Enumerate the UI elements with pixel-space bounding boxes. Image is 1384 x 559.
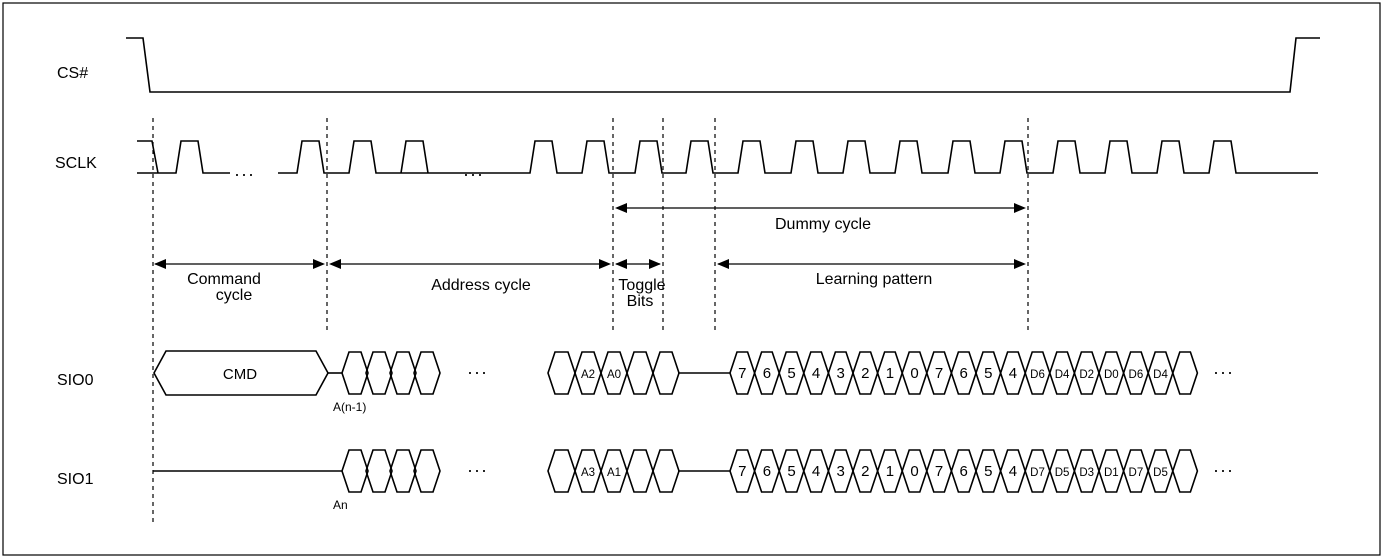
sio1-ellipsis-1: ··· xyxy=(467,460,488,480)
sclk-waveform xyxy=(137,140,1318,174)
toggle-bits-label-1: Toggle xyxy=(618,277,665,294)
sclk-label: SCLK xyxy=(55,155,97,172)
sio0-toggle-cell-0 xyxy=(626,351,654,395)
sio1-pattern-cell-10-label: 5 xyxy=(984,463,992,480)
sio0-ellipsis-2: ··· xyxy=(1213,362,1234,382)
sio1-addr-tail-0-label: A3 xyxy=(581,467,595,479)
sio1-data-cell-4-label: D7 xyxy=(1129,467,1144,479)
cs-label: CS# xyxy=(57,65,88,82)
sio0-addr-cell-0 xyxy=(341,351,369,395)
sio1-label: SIO1 xyxy=(57,471,94,488)
sio1-pattern-cell-4-label: 3 xyxy=(837,463,845,480)
sio0-addr-cell-3 xyxy=(413,351,441,395)
sio0-pattern-cell-0-label: 7 xyxy=(738,365,746,382)
command-cycle-arrow xyxy=(154,259,325,269)
dummy-cycle-arrow xyxy=(615,203,1026,213)
sclk-ellipsis-1: ··· xyxy=(234,164,255,184)
sio1-addr-cell-2 xyxy=(389,449,417,493)
sio1-addr-cell-3 xyxy=(413,449,441,493)
sio1-pattern-cell-6-label: 1 xyxy=(886,463,894,480)
sio1-toggle-cell-0 xyxy=(626,449,654,493)
sio0-pattern-cell-10-label: 5 xyxy=(984,365,992,382)
an-label: An xyxy=(333,498,348,512)
sio0-addr-tail-blank-0 xyxy=(547,351,576,395)
sio0-pattern-cell-7-label: 0 xyxy=(910,365,918,382)
sio0-toggle-cell-1 xyxy=(652,351,680,395)
toggle-bits-label-2: Bits xyxy=(627,293,654,310)
learning-pattern-label: Learning pattern xyxy=(816,271,933,288)
an-minus-1-label: A(n-1) xyxy=(333,400,366,414)
sio1-pattern-cell-1-label: 6 xyxy=(763,463,771,480)
sio0-pattern-cell-9-label: 6 xyxy=(960,365,968,382)
sclk-ellipsis-2: ··· xyxy=(463,164,484,184)
sio1-addr-cell-0 xyxy=(341,449,369,493)
sio1-addr-tail-1-label: A1 xyxy=(607,467,621,479)
sio0-pattern-cell-4-label: 3 xyxy=(837,365,845,382)
command-cycle-label-2: cycle xyxy=(216,287,253,304)
cs-waveform xyxy=(126,37,1320,93)
sio0-pattern-cell-11-label: 4 xyxy=(1009,365,1017,382)
sio0-addr-cell-2 xyxy=(389,351,417,395)
sio0-data-cell-0-label: D6 xyxy=(1030,369,1045,381)
sio1-pattern-cell-2-label: 5 xyxy=(787,463,795,480)
sio0-pattern-cell-1-label: 6 xyxy=(763,365,771,382)
address-cycle-arrow xyxy=(329,259,611,269)
sio1-data-cell-3-label: D1 xyxy=(1104,467,1119,479)
sio0-data-cell-4-label: D6 xyxy=(1129,369,1144,381)
sio0-data-cell-2-label: D2 xyxy=(1079,369,1094,381)
sio1-data-cell-1-label: D5 xyxy=(1055,467,1070,479)
sio0-pattern-cell-2-label: 5 xyxy=(787,365,795,382)
address-cycle-label: Address cycle xyxy=(431,277,531,294)
sio0-addr-tail-1-label: A0 xyxy=(607,369,621,381)
sio0-data-cell-1-label: D4 xyxy=(1055,369,1070,381)
sio0-data-cell-3-label: D0 xyxy=(1104,369,1119,381)
sio1-pattern-cell-8-label: 7 xyxy=(935,463,943,480)
sio1-pattern-cell-5-label: 2 xyxy=(861,463,869,480)
sio1-pattern-cell-3-label: 4 xyxy=(812,463,820,480)
sio1-ellipsis-2: ··· xyxy=(1213,460,1234,480)
sio1-pattern-cell-9-label: 6 xyxy=(960,463,968,480)
sio1-data-cell-2-label: D3 xyxy=(1079,467,1094,479)
sio0-pattern-cell-6-label: 1 xyxy=(886,365,894,382)
sio0-pattern-cell-5-label: 2 xyxy=(861,365,869,382)
sio1-data-cell-0-label: D7 xyxy=(1030,467,1045,479)
sio1-data-cell-5-label: D5 xyxy=(1153,467,1168,479)
sio0-addr-tail-0-label: A2 xyxy=(581,369,595,381)
sio0-label: SIO0 xyxy=(57,372,94,389)
sio0-addr-cell-1 xyxy=(365,351,393,395)
sio0-data-cell-5-label: D4 xyxy=(1153,369,1168,381)
sio0-pattern-cell-3-label: 4 xyxy=(812,365,820,382)
sio0-ellipsis-1: ··· xyxy=(467,362,488,382)
sio0-data-cell-tail xyxy=(1171,351,1199,395)
sio1-pattern-cell-0-label: 7 xyxy=(738,463,746,480)
command-cycle-label-1: Command xyxy=(187,271,261,288)
sio1-pattern-cell-7-label: 0 xyxy=(910,463,918,480)
learning-pattern-arrow xyxy=(717,259,1026,269)
dummy-cycle-label: Dummy cycle xyxy=(775,216,871,233)
sio1-addr-tail-blank-0 xyxy=(547,449,576,493)
toggle-bits-arrow xyxy=(615,259,661,269)
sio1-pattern-cell-11-label: 4 xyxy=(1009,463,1017,480)
sio0-cmd-label: CMD xyxy=(223,366,257,383)
sio1-data-cell-tail xyxy=(1171,449,1199,493)
sio1-addr-cell-1 xyxy=(365,449,393,493)
sio0-pattern-cell-8-label: 7 xyxy=(935,365,943,382)
sclk-trace xyxy=(137,140,1318,174)
sio1-toggle-cell-1 xyxy=(652,449,680,493)
